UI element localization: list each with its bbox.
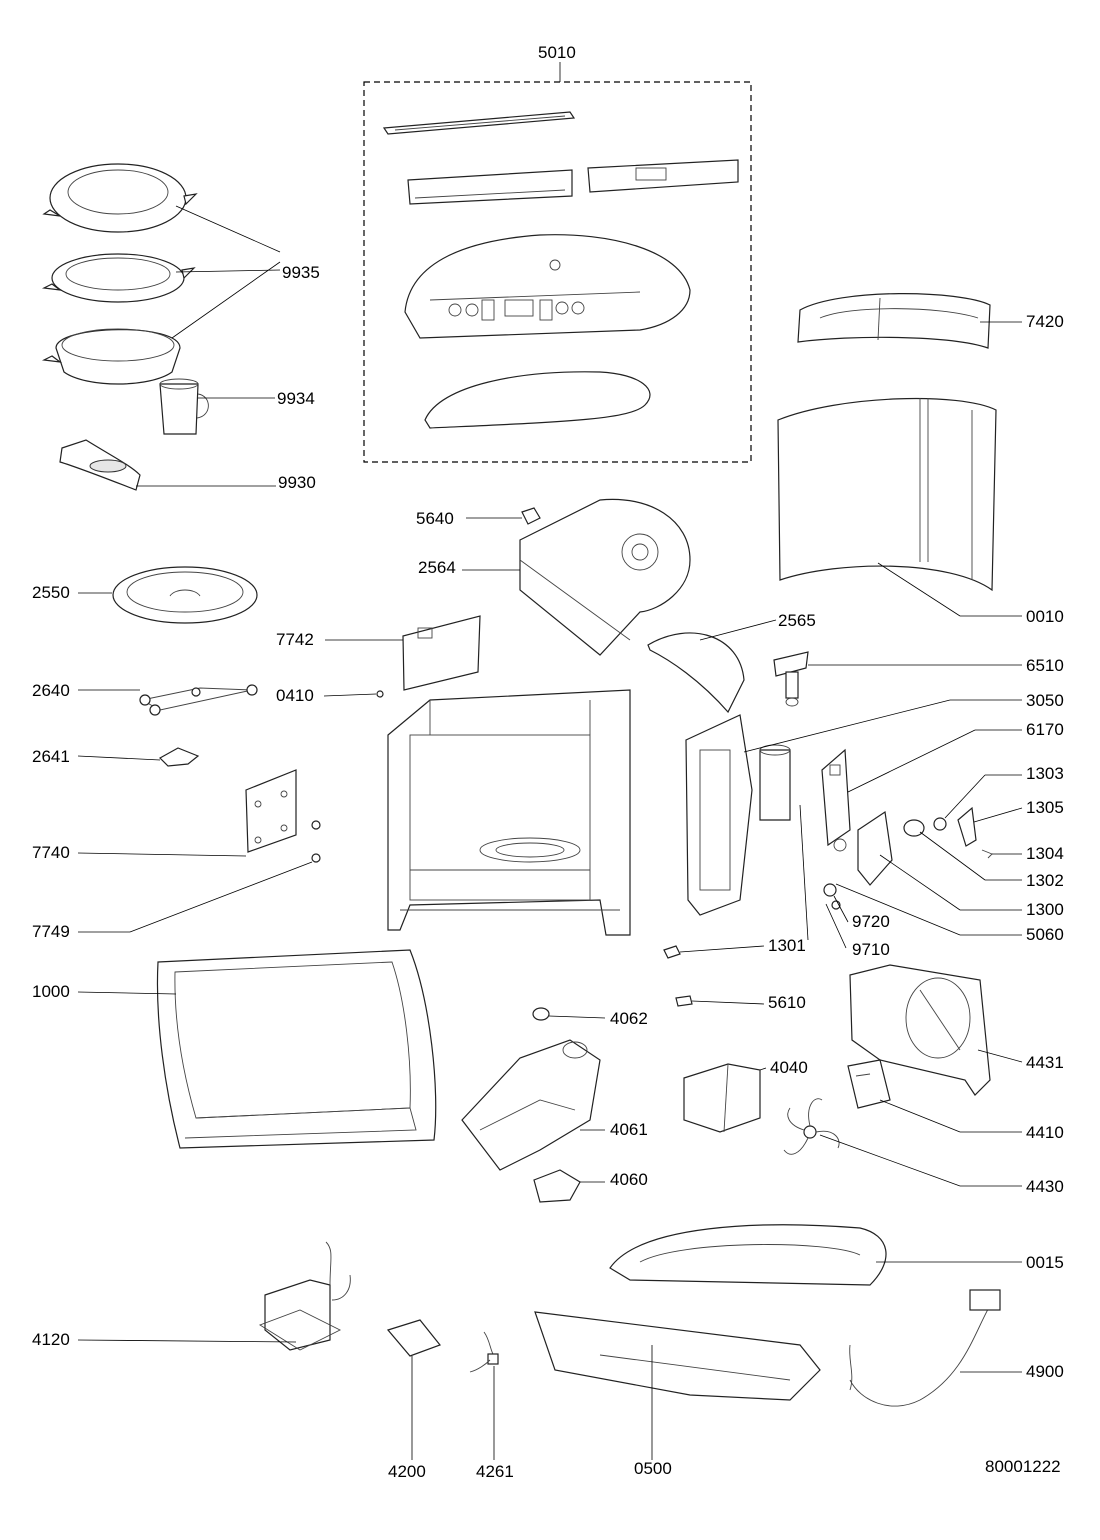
label-2640: 2640 — [32, 681, 70, 700]
part-1304-spring — [981, 849, 993, 859]
label-0410: 0410 — [276, 686, 314, 705]
label-6170: 6170 — [1026, 720, 1064, 739]
part-0410-screw — [376, 690, 384, 698]
label-4040: 4040 — [770, 1058, 808, 1077]
label-4430: 4430 — [1026, 1177, 1064, 1196]
label-4062: 4062 — [610, 1009, 648, 1028]
part-0015-base — [609, 1224, 887, 1286]
part-4060-thermostat — [533, 1169, 581, 1203]
label-5610: 5610 — [768, 993, 806, 1012]
part-7742-plate — [402, 615, 481, 691]
part-2550-turntable — [112, 566, 258, 624]
part-2565-shield — [647, 632, 745, 714]
label-7740: 7740 — [32, 843, 70, 862]
label-1300: 1300 — [1026, 900, 1064, 919]
label-4200: 4200 — [388, 1462, 426, 1481]
label-1302: 1302 — [1026, 871, 1064, 890]
label-4120: 4120 — [32, 1330, 70, 1349]
part-1300-switch-holder — [857, 810, 893, 886]
label-2641: 2641 — [32, 747, 70, 766]
part-4261-diode — [469, 1331, 499, 1373]
part-2640-roller-ring — [139, 684, 258, 716]
part-4062-cap — [532, 1007, 550, 1021]
label-9720: 9720 — [852, 912, 890, 931]
label-5010: 5010 — [538, 43, 576, 62]
part-9934-cup — [159, 378, 209, 435]
label-9934: 9934 — [277, 389, 315, 408]
label-9935: 9935 — [282, 263, 320, 282]
part-6170-bracket — [821, 748, 851, 852]
part-4200-capacitor — [386, 1319, 441, 1357]
label-1000: 1000 — [32, 982, 70, 1001]
label-9930: 9930 — [278, 473, 316, 492]
label-4061: 4061 — [610, 1120, 648, 1139]
label-0010: 0010 — [1026, 607, 1064, 626]
part-4040-capacitor — [683, 1063, 761, 1133]
label-2550: 2550 — [32, 583, 70, 602]
part-0010-casing — [777, 397, 997, 592]
label-5640: 5640 — [416, 509, 454, 528]
label-3050: 3050 — [1026, 691, 1064, 710]
part-5010-panel — [407, 169, 573, 205]
part-9930-handle — [59, 439, 141, 491]
label-4410: 4410 — [1026, 1123, 1064, 1142]
part-4430-fan — [783, 1098, 840, 1155]
part-2564-cover — [519, 498, 691, 656]
label-2564: 2564 — [418, 558, 456, 577]
label-1305: 1305 — [1026, 798, 1064, 817]
part-1301-small-part — [663, 945, 681, 959]
part-7749-screws — [311, 820, 321, 863]
part-1302-knob — [903, 819, 925, 837]
part-9935-lid — [42, 163, 198, 233]
document-number: 80001222 — [985, 1457, 1061, 1476]
part-1000-door — [156, 949, 437, 1149]
label-1304: 1304 — [1026, 844, 1064, 863]
part-5010-board — [587, 159, 739, 193]
part-1305-lever — [957, 806, 977, 847]
part-1303-screw — [933, 817, 947, 831]
part-4410-motor — [847, 1059, 891, 1109]
part-9935-steamer — [41, 253, 196, 303]
part-4900-cord — [849, 1289, 1001, 1407]
part-cavity-frame — [387, 689, 631, 936]
part-6510-lamp — [773, 651, 809, 707]
part-4431-duct — [849, 964, 991, 1096]
part-5640-clip — [521, 507, 541, 525]
label-7742: 7742 — [276, 630, 314, 649]
label-7749: 7749 — [32, 922, 70, 941]
part-5010-top-housing — [404, 234, 691, 339]
part-2641-coupler — [159, 747, 200, 767]
label-0500: 0500 — [634, 1459, 672, 1478]
part-4061-assembly — [461, 1039, 601, 1171]
label-4900: 4900 — [1026, 1362, 1064, 1381]
part-3050-side-panel — [685, 714, 791, 916]
label-1303: 1303 — [1026, 764, 1064, 783]
part-5010-lower-plate — [424, 371, 651, 429]
part-4120-transformer — [258, 1241, 351, 1351]
part-0500-front-bottom — [534, 1311, 821, 1401]
group-5010-box — [363, 81, 752, 463]
part-5010-strip — [382, 111, 576, 135]
label-6510: 6510 — [1026, 656, 1064, 675]
label-7420: 7420 — [1026, 312, 1064, 331]
label-5060: 5060 — [1026, 925, 1064, 944]
part-7420-grille — [797, 293, 991, 349]
part-5610-latch — [675, 995, 693, 1007]
label-4060: 4060 — [610, 1170, 648, 1189]
label-1301: 1301 — [768, 936, 806, 955]
part-7740-plate — [245, 769, 297, 853]
part-9935-bowl — [41, 328, 181, 385]
part-9720-switch — [823, 883, 841, 910]
label-4431: 4431 — [1026, 1053, 1064, 1072]
label-4261: 4261 — [476, 1462, 514, 1481]
label-9710: 9710 — [852, 940, 890, 959]
label-2565: 2565 — [778, 611, 816, 630]
label-0015: 0015 — [1026, 1253, 1064, 1272]
